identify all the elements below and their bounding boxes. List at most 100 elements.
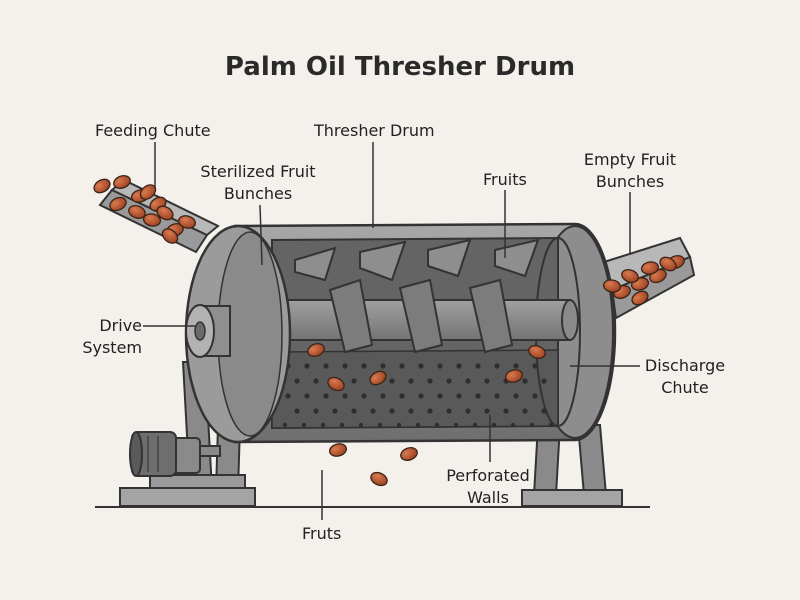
palm-fruit xyxy=(142,213,162,227)
perforation-hole xyxy=(304,393,310,399)
palm-fruit xyxy=(128,205,146,219)
palm-fruit xyxy=(113,175,131,189)
perforation-hole xyxy=(472,422,478,428)
palm-fruits xyxy=(93,175,685,487)
perforation-hole xyxy=(541,408,547,414)
palm-fruit xyxy=(528,345,546,359)
perforation-hole xyxy=(503,408,509,414)
label-thresher-drum: Thresher Drum xyxy=(314,121,435,140)
motor xyxy=(129,431,221,477)
drum-left-end-cap xyxy=(184,224,292,444)
leader-lines xyxy=(143,142,640,520)
label-discharge-chute: Discharge Chute xyxy=(640,355,730,399)
perforation-hole xyxy=(465,378,471,384)
perforation-hole xyxy=(446,408,452,414)
perforation-holes xyxy=(282,363,554,428)
perforation-hole xyxy=(513,363,519,369)
perforation-hole xyxy=(323,363,329,369)
perforation-hole xyxy=(513,393,519,399)
perforation-hole xyxy=(408,408,414,414)
perforation-hole xyxy=(437,363,443,369)
perforation-hole xyxy=(313,408,319,414)
perforation-hole xyxy=(456,363,462,369)
palm-fruit xyxy=(400,447,418,461)
palm-fruit xyxy=(640,261,660,275)
perforation-hole xyxy=(323,393,329,399)
perforation-hole xyxy=(377,422,383,428)
label-empty-line2: Bunches xyxy=(595,172,665,191)
palm-fruit xyxy=(161,228,179,244)
palm-fruit xyxy=(307,343,325,357)
perforation-hole xyxy=(418,393,424,399)
discharge-chute xyxy=(602,236,696,320)
perforation-hole xyxy=(522,408,528,414)
perforation-hole xyxy=(510,422,516,428)
palm-fruit xyxy=(659,256,677,272)
perforation-hole xyxy=(475,393,481,399)
palm-fruit xyxy=(631,290,649,306)
perforation-hole xyxy=(522,378,528,384)
palm-fruit xyxy=(370,471,388,487)
perforation-hole xyxy=(342,363,348,369)
label-fruts-bottom: Fruts xyxy=(302,524,342,543)
palm-fruit xyxy=(93,178,111,194)
perforation-hole xyxy=(370,408,376,414)
perforation-hole xyxy=(532,393,538,399)
perforation-hole xyxy=(427,378,433,384)
label-feeding-chute: Feeding Chute xyxy=(95,121,211,140)
perforation-hole xyxy=(294,378,300,384)
label-sterilized-line1: Sterilized Fruit xyxy=(200,162,316,181)
perforation-hole xyxy=(532,363,538,369)
palm-fruit xyxy=(621,269,639,283)
label-drive-line2: System xyxy=(82,338,142,357)
perforation-hole xyxy=(285,393,291,399)
palm-fruit xyxy=(369,370,387,386)
perforation-hole xyxy=(491,422,497,428)
label-discharge-line1: Discharge xyxy=(644,356,726,375)
perforation-hole xyxy=(484,378,490,384)
shaft-beater-paddles xyxy=(328,278,514,354)
perforation-hole xyxy=(342,393,348,399)
perforation-hole xyxy=(320,422,326,428)
perforation-hole xyxy=(301,422,307,428)
perforation-hole xyxy=(351,408,357,414)
label-drive-line1: Drive xyxy=(99,316,142,335)
palm-fruit xyxy=(156,205,174,221)
perforation-hole xyxy=(399,393,405,399)
perforation-hole xyxy=(294,408,300,414)
perforation-hole xyxy=(434,422,440,428)
perforation-hole xyxy=(437,393,443,399)
palm-fruit xyxy=(602,279,622,293)
palm-fruit xyxy=(504,369,524,383)
perforation-hole xyxy=(548,422,554,428)
perforation-hole xyxy=(475,363,481,369)
palm-fruit xyxy=(109,196,127,212)
perforation-hole xyxy=(361,393,367,399)
label-sterilized-line2: Bunches xyxy=(223,184,293,203)
perforation-hole xyxy=(358,422,364,428)
label-empty-fruit-bunches: Empty Fruit Bunches xyxy=(575,149,685,193)
perforation-hole xyxy=(361,363,367,369)
perforation-hole xyxy=(396,422,402,428)
perforation-hole xyxy=(380,393,386,399)
perforation-hole xyxy=(418,363,424,369)
perforation-hole xyxy=(494,363,500,369)
label-empty-line1: Empty Fruit xyxy=(583,150,677,169)
perforation-hole xyxy=(529,422,535,428)
perforation-hole xyxy=(541,378,547,384)
perforation-hole xyxy=(427,408,433,414)
perforation-hole xyxy=(351,378,357,384)
perforation-hole xyxy=(380,363,386,369)
perforation-hole xyxy=(494,393,500,399)
palm-fruit xyxy=(177,215,197,229)
perforation-hole xyxy=(399,363,405,369)
label-perforated-line1: Perforated xyxy=(446,466,530,485)
perforation-hole xyxy=(304,363,310,369)
label-perforated-line2: Walls xyxy=(467,488,509,507)
perforation-hole xyxy=(415,422,421,428)
perforation-hole xyxy=(453,422,459,428)
perforation-hole xyxy=(484,408,490,414)
palm-fruit xyxy=(327,376,345,392)
perforation-hole xyxy=(456,393,462,399)
